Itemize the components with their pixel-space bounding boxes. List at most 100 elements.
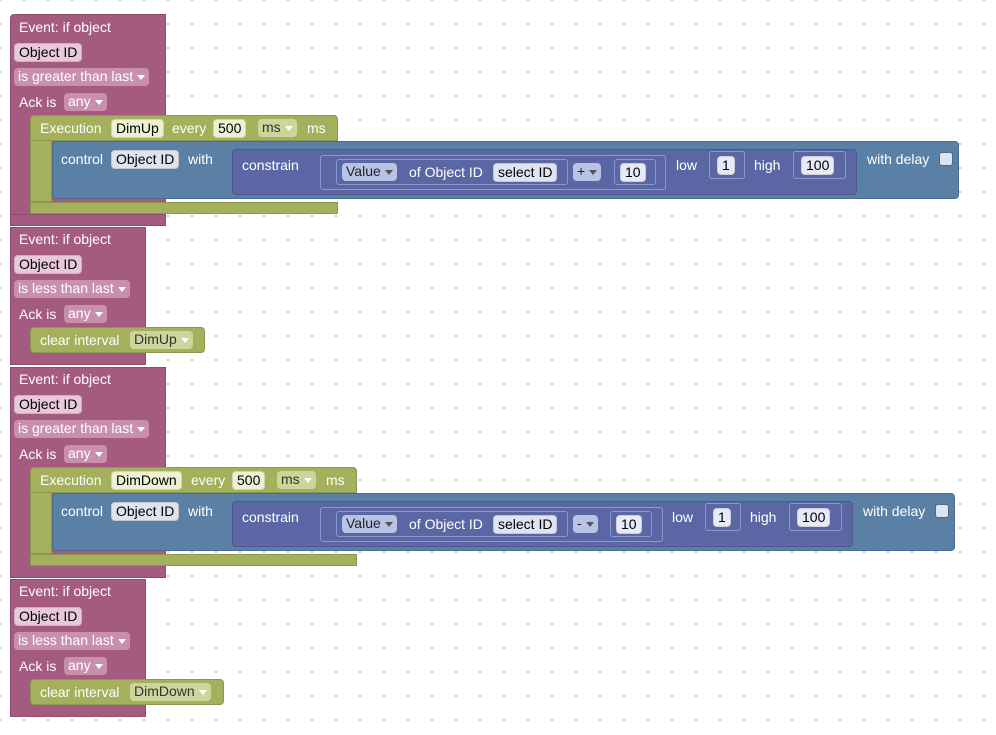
low-field[interactable]: 1: [717, 156, 735, 175]
of-object-label: of Object ID: [409, 516, 483, 532]
event-title: Event: if object: [19, 583, 111, 599]
chevron-down-icon: [284, 126, 293, 131]
clear-interval-value: DimDown: [134, 683, 195, 699]
clear-interval-dropdown[interactable]: DimDown: [130, 683, 211, 701]
amount-field[interactable]: 10: [616, 515, 642, 534]
condition-dropdown[interactable]: is less than last: [14, 280, 130, 298]
constrain-label: constrain: [242, 157, 299, 173]
ack-dropdown[interactable]: any: [64, 305, 107, 323]
event-block-1-bottom: [10, 214, 166, 226]
unit-value: ms: [262, 119, 281, 135]
chevron-down-icon: [180, 338, 189, 343]
delay-checkbox[interactable]: [935, 504, 949, 518]
chevron-down-icon: [117, 287, 126, 292]
ack-value: any: [68, 305, 91, 321]
ack-label: Ack is: [19, 94, 57, 110]
control-target-field[interactable]: Object ID: [111, 150, 180, 169]
high-field[interactable]: 100: [797, 508, 831, 527]
condition-dropdown[interactable]: is greater than last: [14, 68, 150, 86]
condition-dropdown[interactable]: is greater than last: [14, 420, 150, 438]
with-label: with: [188, 151, 213, 167]
low-label: low: [676, 157, 698, 173]
chevron-down-icon: [384, 170, 393, 175]
execution-name-field[interactable]: DimDown: [111, 471, 182, 490]
control-label: control: [61, 151, 104, 167]
select-id-button[interactable]: select ID: [493, 515, 558, 534]
execution-label: Execution: [40, 120, 102, 136]
object-id-field[interactable]: Object ID: [14, 607, 83, 626]
every-label: every: [172, 120, 207, 136]
chevron-down-icon: [94, 312, 103, 317]
condition-label: is less than last: [18, 632, 114, 648]
execution-block-1-bottom: [30, 202, 338, 214]
ack-label: Ack is: [19, 446, 57, 462]
object-id-field[interactable]: Object ID: [14, 255, 83, 274]
execution-block-1-side: [30, 140, 52, 202]
chevron-down-icon: [94, 100, 103, 105]
ack-value: any: [68, 657, 91, 673]
high-label: high: [750, 509, 777, 525]
value-dropdown[interactable]: Value: [342, 163, 397, 181]
unit-dropdown[interactable]: ms: [258, 119, 297, 137]
condition-label: is greater than last: [18, 420, 134, 436]
unit-dropdown[interactable]: ms: [277, 471, 316, 489]
chevron-down-icon: [585, 522, 594, 527]
ack-label: Ack is: [19, 306, 57, 322]
constrain-label: constrain: [242, 509, 299, 525]
interval-field[interactable]: 500: [232, 471, 266, 490]
object-id-field[interactable]: Object ID: [14, 43, 83, 62]
control-target-field[interactable]: Object ID: [111, 502, 180, 521]
chevron-down-icon: [137, 75, 146, 80]
with-label: with: [188, 503, 213, 519]
high-field[interactable]: 100: [801, 156, 835, 175]
operator-dropdown[interactable]: -: [573, 515, 598, 533]
clear-interval-value: DimUp: [134, 331, 177, 347]
interval-field[interactable]: 500: [213, 119, 247, 138]
event-title: Event: if object: [19, 19, 111, 35]
execution-label: Execution: [40, 472, 102, 488]
ack-value: any: [68, 93, 91, 109]
high-label: high: [754, 157, 781, 173]
value-dropdown-label: Value: [346, 163, 381, 179]
every-label: every: [191, 472, 226, 488]
ack-label: Ack is: [19, 658, 57, 674]
amount-field[interactable]: 10: [620, 163, 646, 182]
object-id-field[interactable]: Object ID: [14, 395, 83, 414]
chevron-down-icon: [384, 522, 393, 527]
select-id-button[interactable]: select ID: [493, 163, 558, 182]
unit-suffix: ms: [307, 120, 326, 136]
chevron-down-icon: [117, 639, 126, 644]
chevron-down-icon: [94, 452, 103, 457]
ack-dropdown[interactable]: any: [64, 93, 107, 111]
operator-value: -: [577, 515, 582, 531]
chevron-down-icon: [303, 478, 312, 483]
ack-dropdown[interactable]: any: [64, 445, 107, 463]
ack-dropdown[interactable]: any: [64, 657, 107, 675]
operator-value: +: [577, 163, 586, 179]
clear-interval-dropdown[interactable]: DimUp: [130, 331, 193, 349]
clear-interval-label: clear interval: [40, 332, 120, 348]
low-label: low: [672, 509, 694, 525]
delay-checkbox[interactable]: [939, 152, 953, 166]
value-dropdown[interactable]: Value: [342, 515, 397, 533]
chevron-down-icon: [198, 690, 207, 695]
chevron-down-icon: [589, 170, 598, 175]
of-object-label: of Object ID: [409, 164, 483, 180]
ack-value: any: [68, 445, 91, 461]
execution-block-2-side: [30, 492, 52, 554]
low-field[interactable]: 1: [713, 508, 731, 527]
unit-suffix: ms: [326, 472, 345, 488]
event-title: Event: if object: [19, 371, 111, 387]
condition-label: is greater than last: [18, 68, 134, 84]
delay-label: with delay: [867, 151, 930, 167]
operator-dropdown[interactable]: +: [573, 163, 602, 181]
chevron-down-icon: [137, 427, 146, 432]
control-label: control: [61, 503, 104, 519]
execution-name-field[interactable]: DimUp: [111, 119, 164, 138]
condition-dropdown[interactable]: is less than last: [14, 632, 130, 650]
unit-value: ms: [281, 471, 300, 487]
value-dropdown-label: Value: [346, 515, 381, 531]
clear-interval-label: clear interval: [40, 684, 120, 700]
condition-label: is less than last: [18, 280, 114, 296]
event-title: Event: if object: [19, 231, 111, 247]
